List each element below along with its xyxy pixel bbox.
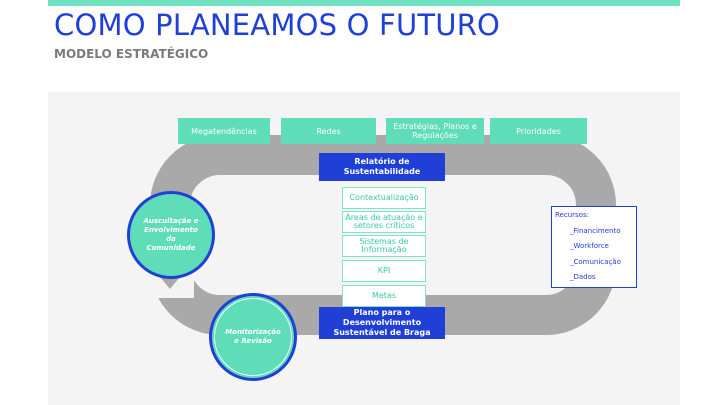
tab-megatendencias: Megatendências bbox=[178, 118, 270, 144]
resource-item: _Comunicação bbox=[570, 258, 621, 266]
page-subtitle: MODELO ESTRATÉGICO bbox=[54, 47, 209, 61]
resources-box: Recursos: _Financimento _Workforce _Comu… bbox=[551, 206, 637, 288]
sustainability-report-box: Relatório de Sustentabilidade bbox=[319, 153, 445, 181]
stack-item-kpi: KPI bbox=[342, 260, 426, 282]
top-accent-bar bbox=[48, 0, 680, 6]
stack-item-contextualizacao: Contextualização bbox=[342, 187, 426, 209]
stack-item-metas: Metas bbox=[342, 285, 426, 307]
resource-item: _Dados bbox=[570, 273, 596, 281]
tab-prioridades: Prioridades bbox=[490, 118, 587, 144]
tab-redes: Redes bbox=[281, 118, 376, 144]
resources-title: Recursos: bbox=[555, 211, 589, 219]
resource-item: _Workforce bbox=[570, 242, 609, 250]
stack-item-sistemas: Sistemas de Informação bbox=[342, 235, 426, 257]
resource-item: _Financimento bbox=[570, 227, 621, 235]
community-engagement-circle: Auscultação e Envolvimento da Comunidade bbox=[127, 191, 215, 279]
page-title: COMO PLANEAMOS O FUTURO bbox=[54, 8, 501, 42]
stack-item-areas: Áreas de atuação e setores críticos bbox=[342, 211, 426, 233]
tab-estrategias: Estratégias, Planos e Regulações bbox=[386, 118, 484, 144]
monitoring-inner-ring bbox=[214, 298, 292, 376]
development-plan-box: Plano para o Desenvolvimento Sustentável… bbox=[319, 307, 445, 339]
